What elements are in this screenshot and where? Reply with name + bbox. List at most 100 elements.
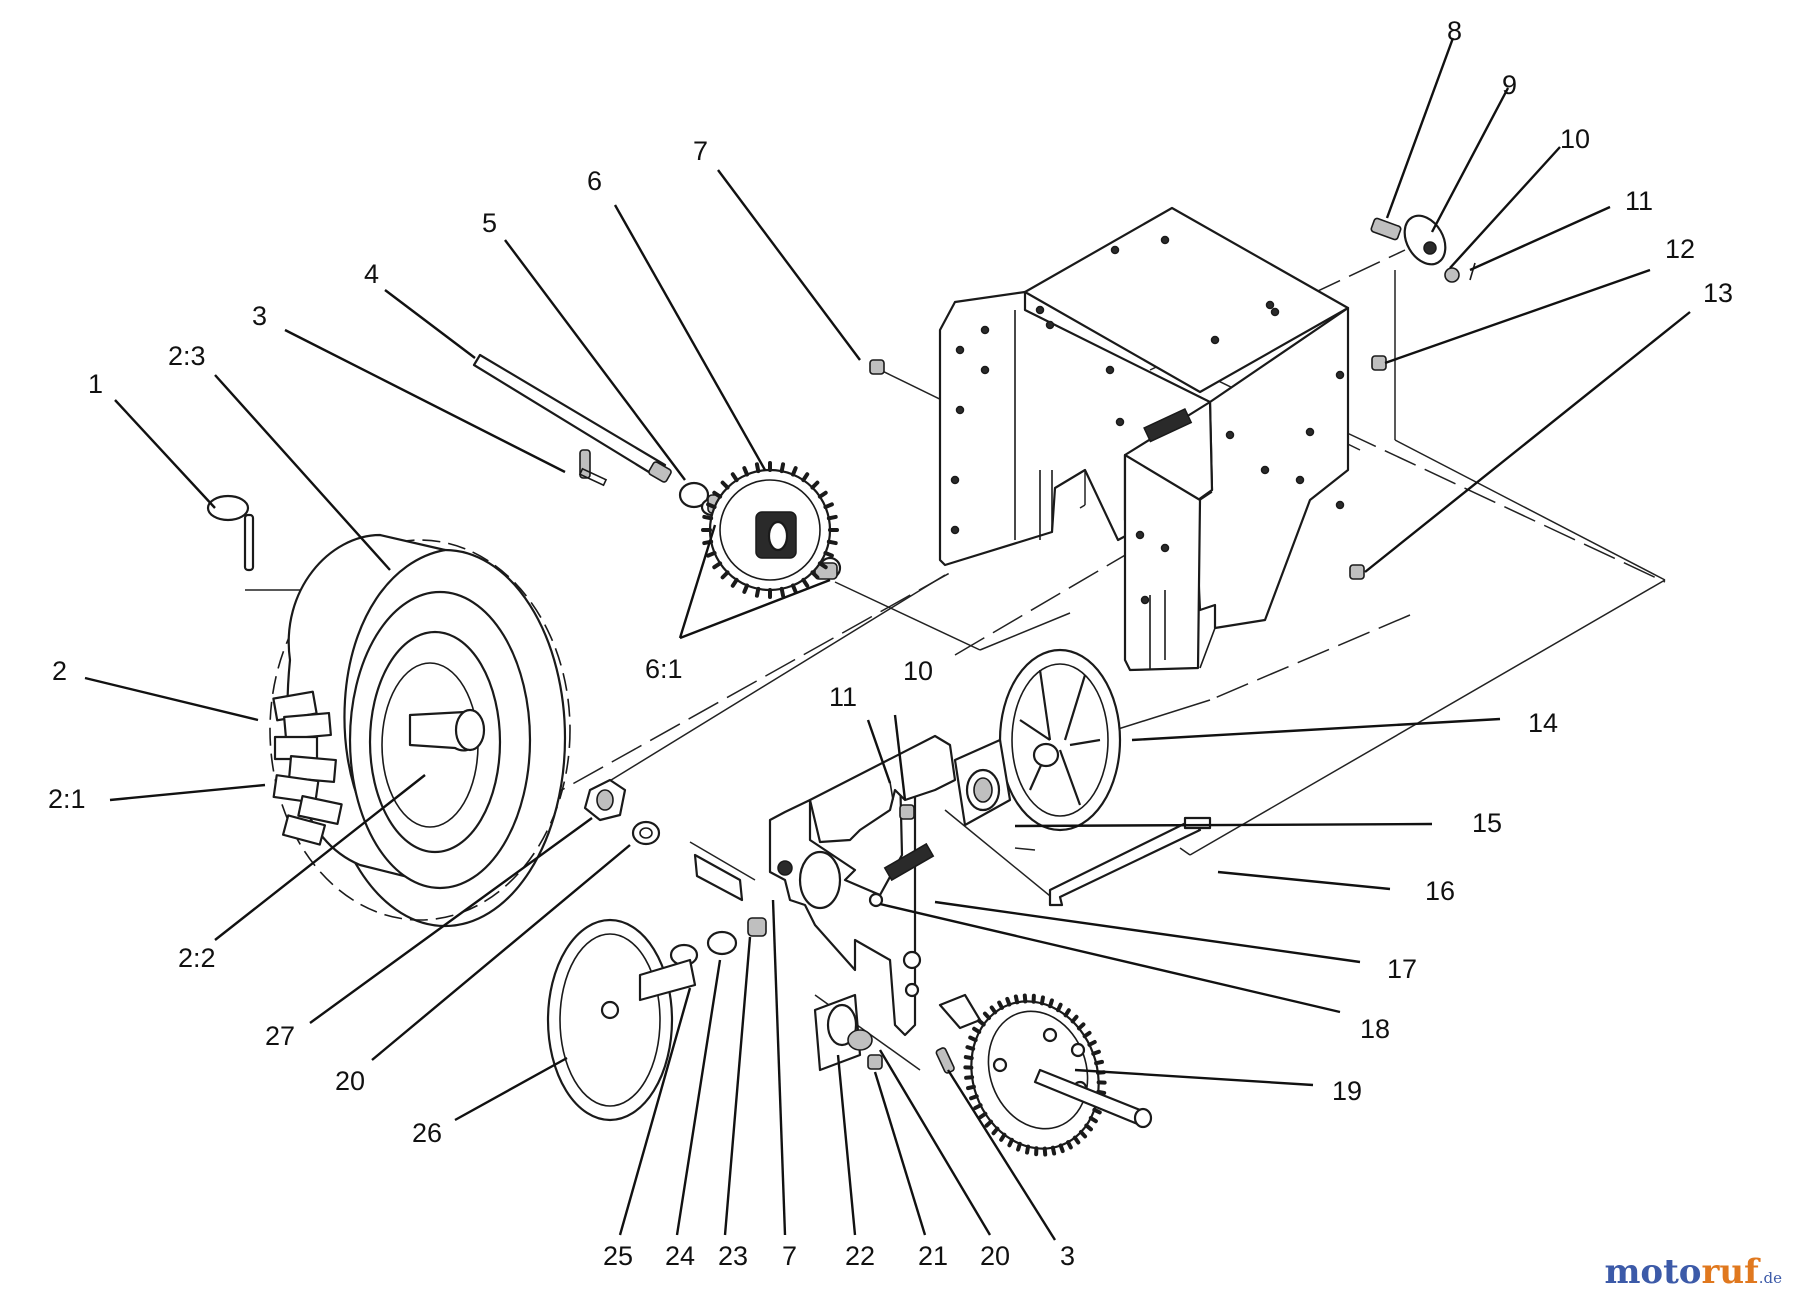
leader-lines (84, 37, 1691, 1241)
callout-10-mid: 10 (903, 656, 933, 686)
gear-tooth (742, 583, 750, 594)
gear-tooth (1070, 1014, 1079, 1024)
small-hardware (583, 778, 915, 967)
gear-tooth (1063, 1008, 1071, 1018)
gear-tooth (779, 462, 786, 474)
callout-14: 14 (1528, 708, 1558, 738)
gear-tooth (810, 570, 820, 580)
lower-bearing (813, 993, 883, 1072)
gear-tooth (730, 472, 739, 483)
gear-tooth (826, 539, 838, 546)
gear-tooth (1077, 1022, 1086, 1031)
gear-tooth (1022, 993, 1028, 1004)
gear-tooth (754, 462, 761, 474)
gear-tooth (1092, 1107, 1102, 1115)
callout-16: 16 (1425, 876, 1455, 906)
gear-tooth (1007, 1137, 1014, 1148)
gear-tooth (972, 1026, 982, 1034)
gear-tooth (965, 1045, 976, 1051)
gear-tooth (754, 586, 761, 598)
gear-tooth (1084, 1123, 1093, 1132)
callout-6: 6 (587, 166, 602, 196)
gear-tooth (978, 1111, 988, 1120)
gear-tooth (790, 466, 798, 477)
gear-tooth (1078, 1129, 1088, 1139)
callout-11-top: 11 (1625, 186, 1653, 216)
gear-tooth (1039, 995, 1045, 1006)
gear-tooth (826, 514, 838, 521)
gear-tooth (823, 550, 834, 558)
gear-tooth (823, 502, 834, 510)
clutch-spokes (1019, 669, 1101, 806)
gear-tooth (1066, 1140, 1073, 1150)
gear-tooth (801, 577, 810, 588)
gear-tooth (973, 1103, 983, 1110)
shift-rod (1048, 816, 1212, 907)
gear-tooth (712, 490, 723, 499)
gear-tooth (702, 514, 714, 521)
hitch-pin (206, 494, 255, 572)
callout-20-bottom: 20 (980, 1241, 1010, 1271)
gear-tooth (966, 1084, 976, 1091)
bracket-plate (768, 734, 957, 1037)
gear-tooth (977, 1018, 986, 1027)
callout-10-top: 10 (1560, 124, 1590, 154)
gear-tooth (1087, 1040, 1097, 1047)
callout-3-bottom: 3 (1060, 1241, 1075, 1271)
gear-tooth (964, 1075, 975, 1080)
gear-tooth (1096, 1089, 1107, 1095)
gear-tooth (999, 1132, 1007, 1142)
gear-tooth (1025, 1144, 1031, 1155)
callout-22: 22 (845, 1241, 875, 1271)
callout-15: 15 (1472, 808, 1502, 838)
callout-labels: 1 2 2:1 2:2 2:3 3 4 5 6 6:1 7 8 9 10 11 … (48, 16, 1733, 1271)
gear-tooth (969, 1094, 979, 1101)
gear-tooth (790, 583, 798, 594)
gear-tooth (706, 502, 717, 510)
callout-21: 21 (918, 1241, 948, 1271)
callout-7-bottom: 7 (782, 1241, 797, 1271)
frame-spring (1143, 407, 1193, 443)
gear-tooth (1082, 1030, 1092, 1039)
callout-4: 4 (364, 259, 379, 289)
gear-tooth (1058, 1143, 1065, 1154)
gear-tooth (1005, 996, 1012, 1007)
callout-23: 23 (718, 1241, 748, 1271)
callout-26: 26 (412, 1118, 442, 1148)
gear-shaft (935, 993, 1153, 1157)
callout-3-top: 3 (252, 301, 267, 331)
gear-tooth (991, 1126, 1000, 1136)
gear-tooth (982, 1011, 992, 1021)
gear-tooth (989, 1005, 998, 1015)
callout-2: 2 (52, 656, 67, 686)
watermark-text-b: ruf (1701, 1252, 1759, 1292)
wheel-assembly (269, 533, 571, 928)
callout-9: 9 (1502, 70, 1517, 100)
callout-2-3: 2:3 (168, 341, 206, 371)
gear-tooth (1091, 1049, 1101, 1056)
gear-tooth (742, 466, 750, 477)
tire-treads (272, 690, 343, 846)
callout-12: 12 (1665, 234, 1695, 264)
callout-25: 25 (603, 1241, 633, 1271)
pulley (546, 918, 697, 1122)
callout-17: 17 (1387, 954, 1417, 984)
gear-tooth (963, 1055, 974, 1061)
watermark-logo: motoruf.de (1604, 1252, 1782, 1292)
frame-housing (938, 206, 1350, 672)
callout-2-2: 2:2 (178, 943, 216, 973)
gear-tooth (1013, 994, 1020, 1005)
callout-20-left: 20 (335, 1066, 365, 1096)
gear-tooth (720, 570, 730, 580)
gear-tooth (817, 490, 828, 499)
gear-tooth (1050, 1145, 1057, 1156)
callout-24: 24 (665, 1241, 695, 1271)
callout-2-1: 2:1 (48, 784, 86, 814)
gear-tooth (1094, 1059, 1104, 1066)
frame-holes (950, 235, 1345, 605)
gear-tooth (968, 1035, 978, 1043)
gear-tooth (720, 480, 730, 490)
gear-tooth (1048, 998, 1054, 1009)
gear-tooth (1016, 1141, 1022, 1152)
